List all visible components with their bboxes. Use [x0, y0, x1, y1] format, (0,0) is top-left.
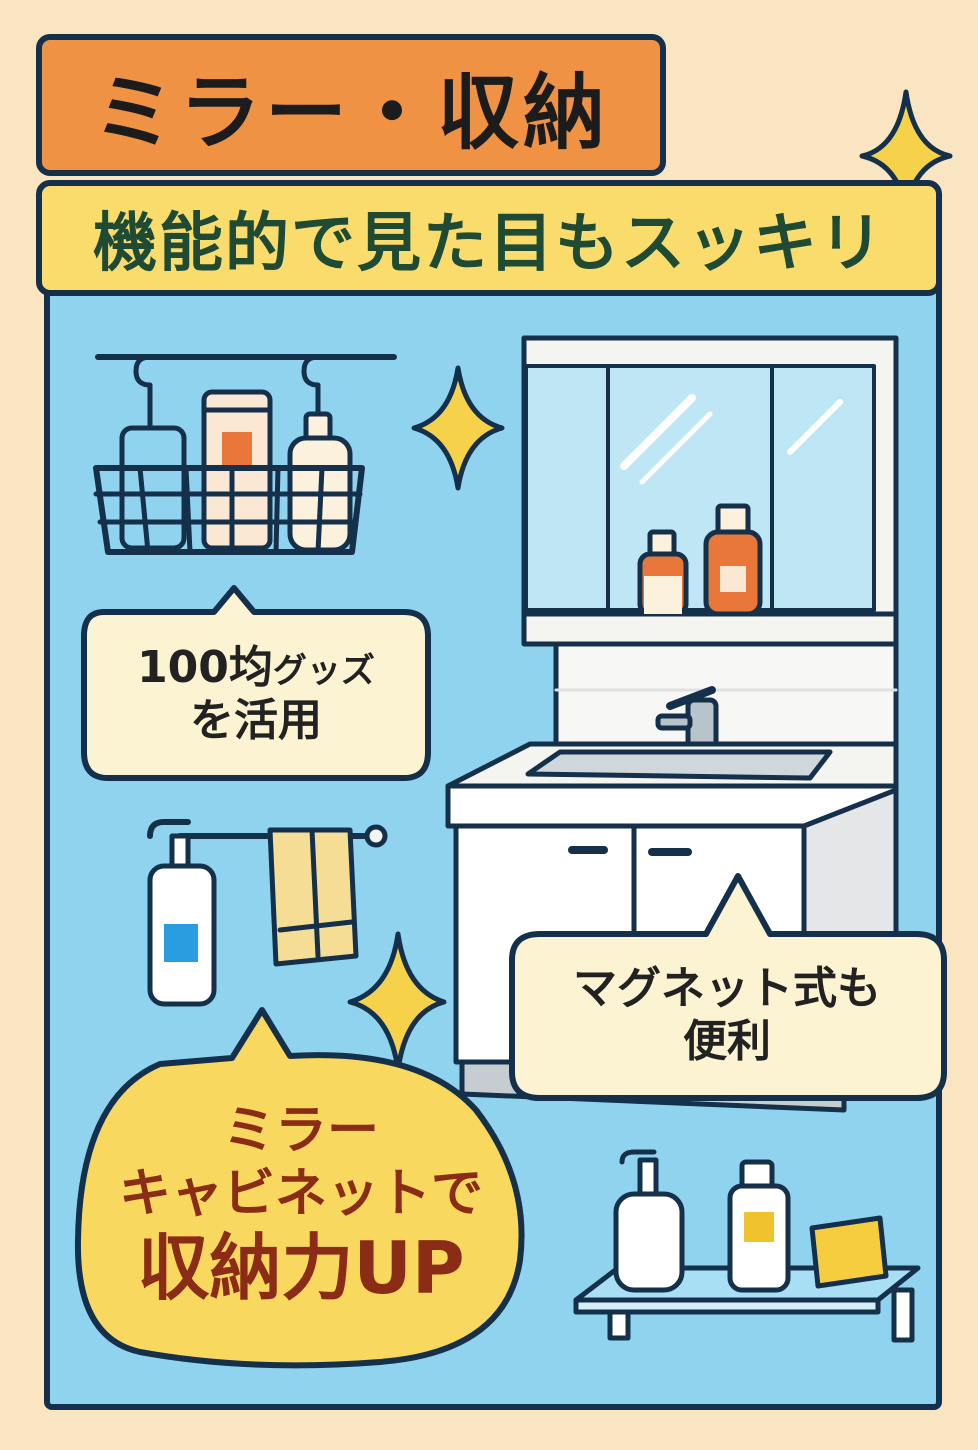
bubble-goods-line1: 100均グッズ	[137, 642, 375, 695]
bubble-cabinet-line2: キャビネットで	[118, 1163, 483, 1224]
pump-bottle-icon	[613, 1149, 685, 1293]
hanging-basket-icon	[93, 354, 397, 555]
bubble-shape-magnet	[509, 873, 947, 1101]
bubble-magnet: マグネット式も 便利	[510, 932, 944, 1100]
subtitle-banner: 機能的で見た目もスッキリ	[36, 180, 942, 296]
bubble-magnet-line1: マグネット式も	[573, 963, 881, 1015]
page-subtitle: 機能的で見た目もスッキリ	[93, 207, 885, 281]
towel-icon	[267, 827, 359, 967]
bubble-goods-line2: を活用	[190, 695, 322, 746]
bubble-goods: 100均グッズ を活用	[84, 610, 428, 780]
bubble-goods-line1-a: 100均	[137, 642, 273, 694]
soap-icon	[809, 1215, 889, 1289]
bubble-shape-cabinet	[74, 1007, 525, 1369]
vanity-mirror-icon	[521, 335, 899, 647]
title-banner: ミラー・収納	[36, 34, 666, 176]
pump-bottle-icon	[147, 819, 217, 1007]
bubble-shape-goods	[81, 585, 431, 781]
faucet-icon	[655, 686, 719, 751]
sparkle-icon	[411, 365, 505, 491]
page-title: ミラー・収納	[92, 65, 609, 161]
bubble-goods-line1-b: グッズ	[272, 651, 375, 692]
bubble-cabinet: ミラー キャビネットで 収納力UP	[76, 1048, 526, 1364]
bottle-icon	[727, 1159, 791, 1293]
bubble-magnet-line2: 便利	[683, 1016, 771, 1067]
bubble-cabinet-line1: ミラー	[222, 1101, 379, 1162]
bubble-cabinet-line3: 収納力UP	[137, 1226, 465, 1311]
